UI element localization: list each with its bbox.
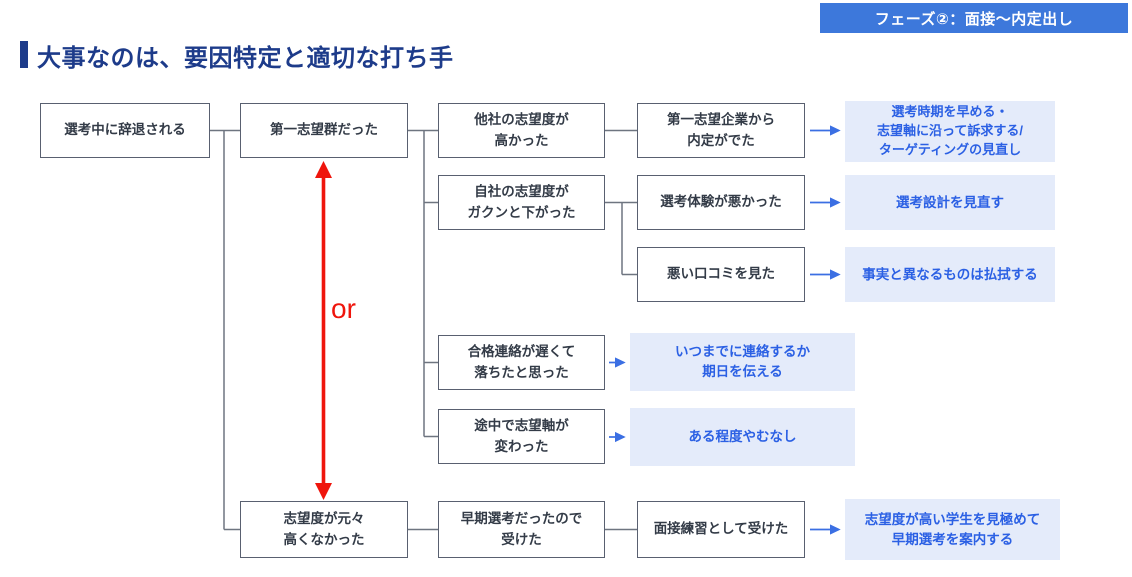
connector-root-branch xyxy=(210,129,240,531)
node-preference-not-high: 志望度が元々 高くなかった xyxy=(240,501,408,558)
action-review-selection-design: 選考設計を見直す xyxy=(845,175,1055,230)
node-early-selection: 早期選考だったので 受けた xyxy=(438,501,605,558)
node-preference-axis-changed: 途中で志望軸が 変わった xyxy=(438,409,605,464)
node-withdraw-during-selection: 選考中に辞退される xyxy=(40,103,210,158)
connector-dropped-branch xyxy=(605,201,637,276)
node-interview-practice: 面接練習として受けた xyxy=(637,501,805,558)
node-first-choice-group: 第一志望群だった xyxy=(240,103,408,158)
node-other-company-preference-high: 他社の志望度が 高かった xyxy=(438,103,605,158)
action-communicate-deadline: いつまでに連絡するか 期日を伝える xyxy=(630,333,855,391)
node-saw-bad-reviews: 悪い口コミを見た xyxy=(637,247,805,302)
node-offer-from-first-choice: 第一志望企業から 内定がでた xyxy=(637,103,805,158)
phase-badge: フェーズ②：面接〜内定出し xyxy=(820,3,1128,33)
connector-first-choice-branch xyxy=(408,129,438,438)
title-accent-bar xyxy=(20,41,28,68)
page-title: 大事なのは、要因特定と適切な打ち手 xyxy=(37,45,454,72)
action-advance-selection-timing: 選考時期を早める・ 志望軸に沿って訴求する/ ターゲティングの見直し xyxy=(845,101,1055,162)
node-late-pass-notification: 合格連絡が遅くて 落ちたと思った xyxy=(438,335,605,390)
red-or-arrow xyxy=(315,161,332,500)
node-bad-selection-experience: 選考体験が悪かった xyxy=(637,175,805,230)
or-label: or xyxy=(331,293,356,324)
node-own-company-preference-dropped: 自社の志望度が ガクンと下がった xyxy=(438,175,605,230)
action-identify-high-preference-students: 志望度が高い学生を見極めて 早期選考を案内する xyxy=(845,499,1060,560)
action-unavoidable: ある程度やむなし xyxy=(630,408,855,466)
action-dispel-false-info: 事実と異なるものは払拭する xyxy=(845,247,1055,302)
